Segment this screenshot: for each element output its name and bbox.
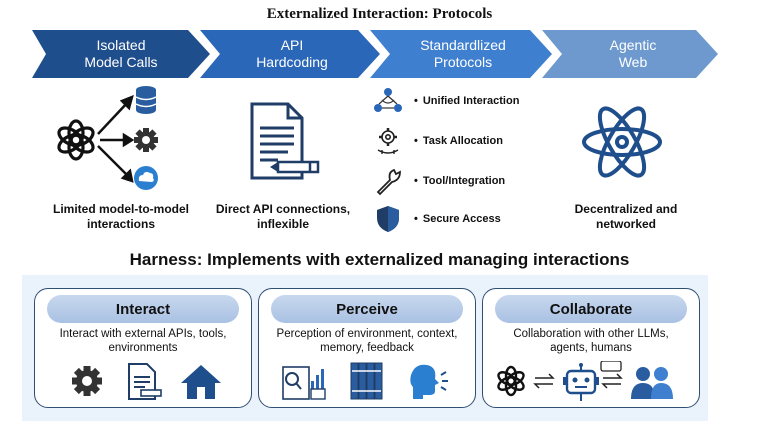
stage-api-label: API Hardcoding (256, 37, 328, 70)
gear-icon (134, 128, 158, 152)
protocol-label: Unified Interaction (422, 95, 520, 107)
harness-title: Harness: Implements with externalized ma… (129, 250, 630, 269)
protocol-label: Tool/Integration (422, 175, 506, 187)
card-title: Interact (47, 295, 239, 323)
openai-logo-icon (497, 365, 525, 397)
protocol-item-tool: • Tool/Integration (372, 166, 505, 196)
stage-protocols: Standardlized Protocols (370, 30, 552, 78)
home-icon (181, 365, 221, 399)
atom-icon (582, 106, 662, 178)
speaking-head-icon (410, 364, 448, 399)
card-icons (35, 361, 251, 401)
stage-web: Agentic Web (542, 30, 718, 78)
card-perceive: Perceive Perception of environment, cont… (258, 288, 476, 408)
card-icons (483, 360, 699, 401)
stage-isolated: Isolated Model Calls (32, 30, 210, 78)
stage-web-label: Agentic Web (609, 37, 657, 70)
diagram-title: Externalized Interaction: Protocols (266, 6, 493, 22)
protocol-item-task: • Task Allocation (372, 126, 503, 156)
bullet: • (414, 213, 418, 225)
protocol-item-unified: • Unified Interaction (372, 86, 519, 116)
stage-protocols-label: Standardlized Protocols (420, 37, 506, 70)
card-icons (259, 361, 475, 401)
api-caption: Direct API connections, inflexible (215, 202, 351, 231)
protocol-list: • Unified Interaction • Task Allocation … (372, 86, 552, 236)
shield-icon (377, 206, 399, 232)
document-pen-icon (250, 102, 320, 180)
users-icon (631, 367, 673, 399)
arrows-icon (97, 94, 135, 183)
card-title: Collaborate (495, 295, 687, 323)
robot-icon (563, 363, 599, 401)
bullet: • (414, 135, 418, 147)
binders-icon (350, 362, 383, 400)
openai-logo-icon (57, 119, 95, 161)
gear-icon (72, 366, 102, 396)
card-desc: Perception of environment, context, memo… (276, 328, 458, 354)
exchange-arrows-icon (533, 373, 555, 389)
cloud-icon (134, 166, 158, 190)
card-title: Perceive (271, 295, 463, 323)
web-caption: Decentralized and networked (574, 202, 678, 231)
stage-api: API Hardcoding (200, 30, 380, 78)
protocol-item-secure: • Secure Access (372, 204, 501, 234)
people-network-icon (374, 88, 402, 112)
database-icon (135, 86, 157, 114)
card-desc: Collaboration with other LLMs, agents, h… (513, 328, 669, 354)
protocol-label: Secure Access (422, 213, 501, 225)
bullet: • (414, 175, 418, 187)
protocol-label: Task Allocation (422, 135, 503, 147)
exchange-arrows-icon (601, 373, 623, 389)
card-interact: Interact Interact with external APIs, to… (34, 288, 252, 408)
isolated-model-graphic (57, 86, 158, 190)
stage-isolated-label: Isolated Model Calls (84, 37, 158, 70)
document-pen-icon (128, 363, 162, 400)
card-collaborate: Collaborate Collaboration with other LLM… (482, 288, 700, 408)
speech-bubble-icon (600, 360, 622, 372)
bullet: • (414, 95, 418, 107)
report-chart-icon (282, 366, 326, 400)
gear-hand-icon (377, 128, 399, 154)
wrench-icon (376, 168, 401, 196)
isolated-caption: Limited model-to-model interactions (53, 202, 189, 231)
card-desc: Interact with external APIs, tools, envi… (59, 328, 227, 354)
